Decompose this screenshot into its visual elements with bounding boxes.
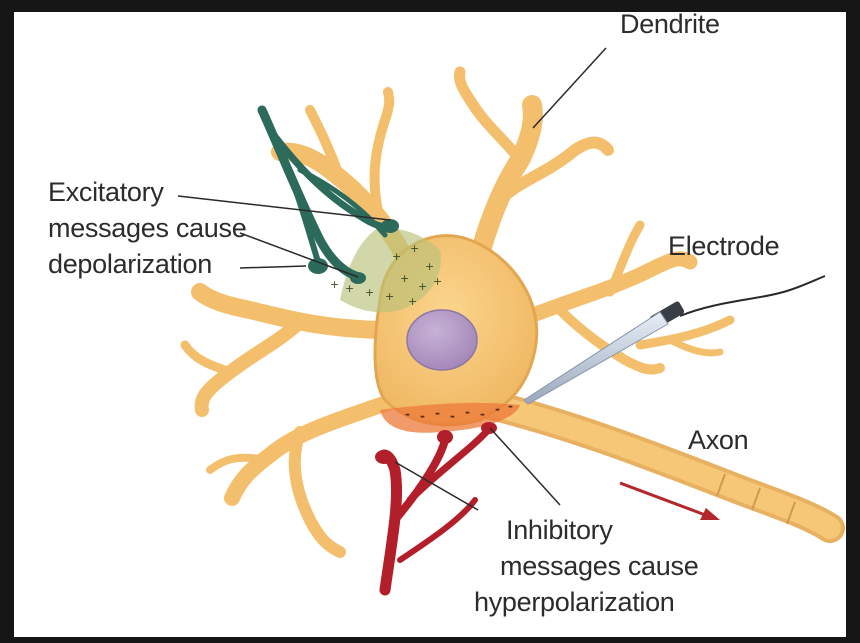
svg-text:+: + (418, 280, 427, 293)
nucleus (407, 310, 477, 370)
axon-label: Axon (688, 424, 748, 456)
svg-text:+: + (330, 278, 339, 291)
svg-text:+: + (345, 282, 354, 295)
svg-text:-: - (435, 406, 440, 420)
inhibitory-label-line-1: Inhibitory (506, 514, 613, 546)
svg-text:+: + (408, 295, 417, 308)
inhibitory-synapse-icon (375, 450, 393, 464)
inhibitory-axon-terminals (384, 430, 488, 590)
svg-text:-: - (420, 409, 425, 423)
excitatory-synapse-icon (308, 258, 328, 274)
excitatory-label-line-2: messages cause (48, 212, 246, 244)
svg-text:+: + (433, 275, 442, 288)
svg-text:-: - (508, 399, 513, 413)
axon (470, 400, 830, 528)
svg-text:+: + (425, 260, 434, 273)
svg-text:-: - (450, 409, 455, 423)
svg-text:-: - (480, 407, 485, 421)
excitatory-label-line-1: Excitatory (48, 176, 164, 208)
svg-text:+: + (385, 290, 394, 303)
svg-text:-: - (405, 407, 410, 421)
excitatory-label-line-3: depolarization (48, 248, 212, 280)
electrode-label: Electrode (668, 230, 779, 262)
svg-text:+: + (400, 272, 409, 285)
svg-text:-: - (465, 405, 470, 419)
svg-text:+: + (365, 286, 374, 299)
dendrite-label: Dendrite (620, 8, 720, 40)
excitatory-synapse-icon (381, 219, 399, 233)
svg-text:+: + (410, 242, 419, 255)
svg-text:-: - (495, 402, 500, 416)
inhibitory-label-line-3: hyperpolarization (474, 586, 675, 618)
inhibitory-synapse-icon (437, 430, 453, 444)
inhibitory-label-line-2: messages cause (500, 550, 698, 582)
svg-text:+: + (392, 250, 401, 263)
